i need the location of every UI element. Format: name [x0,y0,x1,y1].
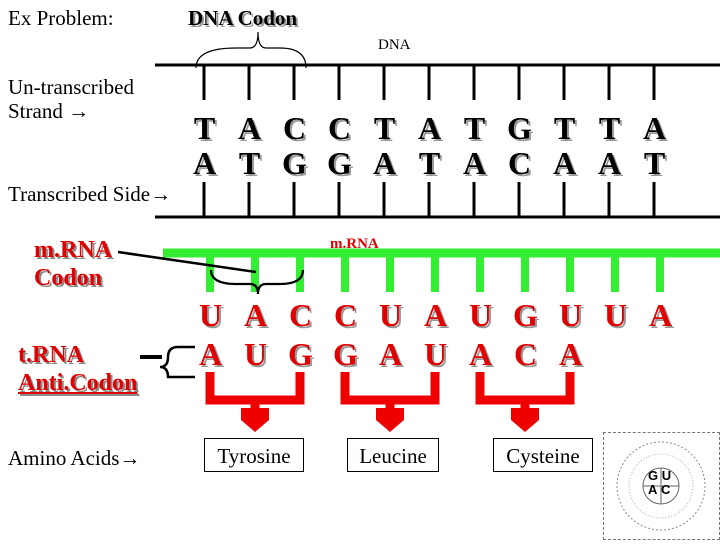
transcribed-base: A [552,145,577,181]
amino-arrow [511,408,539,432]
mrna-codon-brace [209,269,305,295]
wheel-u: U [661,468,672,483]
amino-acid-box-3: Cysteine [493,438,593,472]
untranscribed-base: A [237,110,262,146]
trna-base: A [378,336,403,372]
untranscribed-base: T [193,110,216,146]
codon-wheel-center: G U A C [648,469,676,497]
trna-anticodon-label: t.RNA Anti.Codon [18,341,137,397]
mrna-base: G [513,297,538,333]
mrna-label: m.RNA [330,236,379,252]
mrna-base: U [603,297,628,333]
trna-base: G [333,336,358,372]
wheel-a: A [648,482,658,497]
transcribed-side-label: Transcribed Side→ [8,182,172,206]
trna-line2: Anti.Codon [18,370,138,396]
wheel-g: G [648,468,659,483]
mrna-base: A [243,297,268,333]
amino-acid-box-2: Leucine [347,438,439,472]
untranscribed-base: A [642,110,667,146]
wheel-c: C [661,482,671,497]
amino-bracket [205,372,305,410]
untranscribed-base: T [373,110,396,146]
transcribed-base: A [372,145,397,181]
dna-codon-title: DNA Codon [188,6,298,30]
mrna-codon-pointer [117,250,257,274]
mrna-base: U [558,297,583,333]
dna-label: DNA [378,37,411,53]
mrna-codon-label: m.RNA Codon [34,236,112,292]
transcribed-base: A [192,145,217,181]
transcribed-base: T [238,145,261,181]
amino-arrow [376,408,404,432]
untranscribed-line2: Strand → [8,99,90,123]
trna-base: A [558,336,583,372]
trna-base: A [468,336,493,372]
trna-line1: t.RNA [18,342,84,368]
amino-acid-box-1: Tyrosine [204,438,304,472]
mrna-codon-line2: Codon [34,265,103,291]
amino-acid-brackets [205,372,575,432]
trna-base: U [423,336,448,372]
transcribed-base: G [327,145,352,181]
untranscribed-base: C [282,110,307,146]
trna-brace [159,345,195,379]
trna-base: U [243,336,268,372]
mrna-base: U [378,297,403,333]
mrna-base: A [648,297,673,333]
codon-wheel-graphic [616,441,706,531]
transcribed-base: A [597,145,622,181]
transcribed-base: G [282,145,307,181]
untranscribed-line1: Un-transcribed [8,75,134,99]
mrna-base: U [468,297,493,333]
untranscribed-base: A [417,110,442,146]
amino-bracket [475,372,575,410]
ex-problem-label: Ex Problem: [8,6,114,30]
untranscribed-strand-label: Un-transcribed Strand → [8,75,134,123]
mrna-base: A [423,297,448,333]
mrna-base-ticks [206,253,664,292]
untranscribed-base: C [327,110,352,146]
amino-arrow [241,408,269,432]
codon-wheel-image: G U A C [603,432,720,540]
mrna-codon-line1: m.RNA [34,237,112,263]
untranscribed-base: G [507,110,532,146]
mrna-base: U [198,297,223,333]
untranscribed-base: T [463,110,486,146]
untranscribed-base: T [553,110,576,146]
transcribed-base: T [418,145,441,181]
amino-acids-label: Amino Acids→ [8,446,141,470]
mrna-base: C [333,297,358,333]
dna-codon-brace [195,31,307,69]
trna-base: G [288,336,313,372]
transcribed-base: T [643,145,666,181]
mrna-base: C [288,297,313,333]
trna-base: C [513,336,538,372]
dna-base-ticks [202,65,656,217]
untranscribed-base: T [598,110,621,146]
amino-bracket [340,372,440,410]
transcribed-base: C [507,145,532,181]
trna-base: A [198,336,223,372]
transcribed-base: A [462,145,487,181]
